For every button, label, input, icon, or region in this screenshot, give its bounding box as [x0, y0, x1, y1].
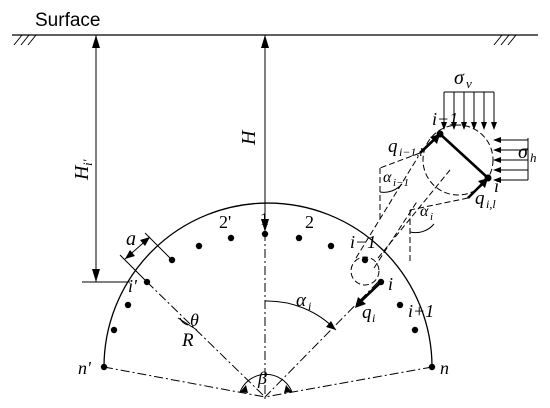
theta-label: θ — [190, 310, 199, 330]
tunnel-lining — [103, 202, 433, 400]
svg-text:α: α — [383, 169, 392, 186]
beta-annotation: β — [239, 368, 293, 393]
node-n-prime-label: n' — [78, 358, 92, 378]
Hi-prime-label: H i' — [71, 159, 95, 181]
right-radius-line — [264, 366, 433, 398]
node-i-label: i — [388, 274, 393, 294]
lining-nodes — [100, 230, 436, 371]
a-label: a — [126, 228, 136, 250]
node-2-label: 2 — [305, 212, 314, 232]
node-i-prime-label: i' — [128, 276, 138, 296]
node-3-prime — [195, 242, 203, 250]
left-hatch-icon — [13, 34, 37, 46]
node-2-prime — [227, 234, 235, 242]
inset-i-minus-1-label: i−1 — [432, 109, 458, 129]
svg-text:H: H — [71, 164, 93, 181]
svg-text:i−1,l: i−1,l — [399, 145, 423, 159]
detail-inset: i−1 i q i−1,l q i,l α i−1 α i — [379, 109, 499, 262]
depth-Hi-prime-dimension: H i' — [71, 35, 130, 283]
svg-text:i': i' — [80, 159, 95, 166]
detail-circle-small — [350, 256, 380, 286]
node-3 — [327, 242, 335, 250]
svg-text:q: q — [362, 302, 372, 323]
segment-a-dimension: a — [119, 228, 173, 283]
node-n — [428, 363, 436, 371]
node-i-minus-1-label: i−1 — [350, 232, 376, 252]
node-i-prime-plus-2 — [110, 326, 118, 334]
alpha-i-annotation: α i — [264, 290, 337, 331]
q-i-l-label: q i,l — [475, 188, 496, 211]
alpha-i-inset-label: α i — [409, 203, 435, 234]
svg-text:σ: σ — [454, 67, 465, 89]
svg-text:i: i — [372, 311, 375, 325]
node-1 — [261, 230, 269, 238]
svg-text:i: i — [430, 211, 433, 223]
sigma-h-load: σ h — [493, 137, 537, 183]
inset-segment — [439, 133, 489, 179]
depth-H-dimension: H — [238, 35, 269, 232]
q-i-arrow: q i — [355, 281, 382, 325]
svg-text:i,l: i,l — [486, 197, 496, 211]
q-i-minus-1-l-label: q i−1,l — [388, 136, 423, 159]
svg-text:i−1: i−1 — [393, 177, 409, 189]
node-i-plus-2 — [411, 326, 419, 334]
alpha-i-minus-1-label: α i−1 — [379, 169, 409, 193]
sigma-v-load: σ v — [441, 67, 497, 130]
radius-i-prime — [146, 281, 266, 398]
H-label: H — [238, 129, 260, 146]
svg-text:α: α — [420, 203, 429, 220]
right-hatch-icon — [493, 34, 517, 46]
node-i-plus-1 — [396, 301, 404, 309]
detail-leader — [350, 156, 451, 286]
node-1-label: 1 — [260, 209, 269, 229]
svg-text:v: v — [466, 76, 472, 91]
svg-text:q: q — [475, 188, 485, 209]
lining-arc — [103, 202, 433, 368]
node-n-label: n — [440, 358, 449, 378]
alpha-i-label: α — [296, 290, 307, 311]
inset-i-label: i — [494, 176, 499, 196]
ground-surface: Surface — [12, 10, 538, 46]
theta-annotation: θ — [177, 310, 199, 331]
node-i-plus-1-label: i+1 — [408, 301, 434, 321]
surface-label: Surface — [35, 10, 100, 31]
beta-label: β — [257, 368, 267, 388]
node-2-prime-label: 2' — [219, 212, 231, 232]
svg-text:i: i — [308, 299, 311, 313]
node-2 — [295, 234, 303, 242]
radius-i — [264, 281, 379, 398]
svg-text:q: q — [388, 136, 398, 157]
node-i-prime-plus-1 — [124, 301, 132, 309]
R-label: R — [181, 330, 194, 351]
node-n-prime — [100, 363, 108, 371]
node-i-minus-1 — [361, 256, 369, 264]
svg-text:h: h — [530, 150, 537, 165]
svg-text:σ: σ — [518, 141, 529, 163]
left-radius-line — [103, 366, 266, 398]
